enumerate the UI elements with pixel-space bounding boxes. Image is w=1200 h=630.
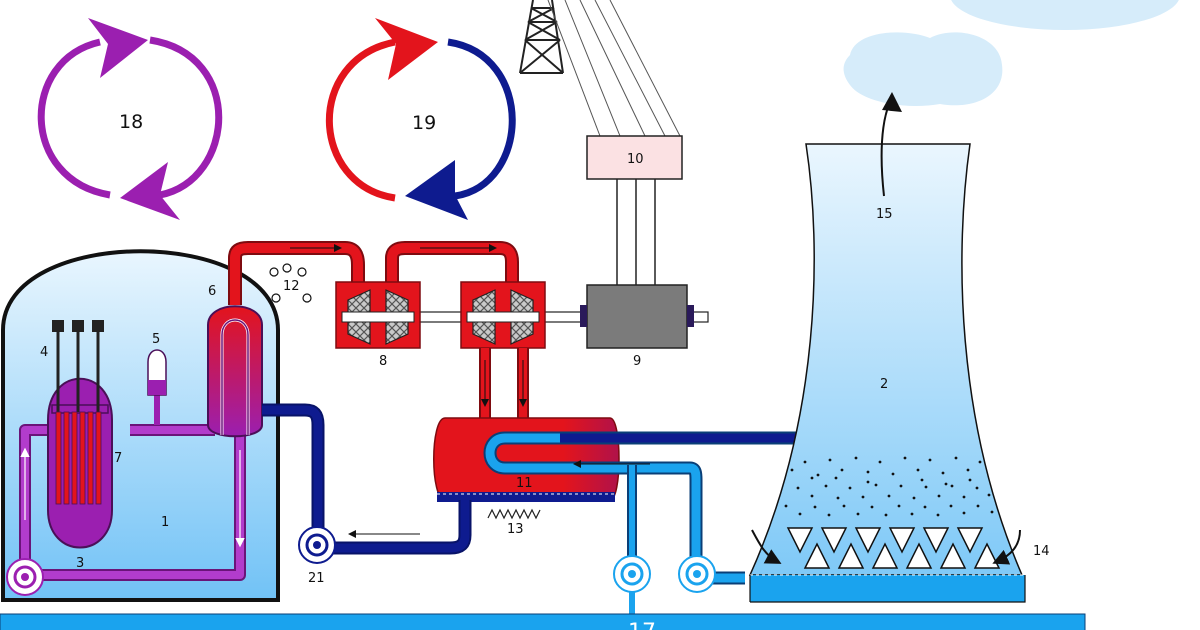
label-13: 13 xyxy=(507,522,524,537)
label-10: 10 xyxy=(627,152,644,167)
label-8: 8 xyxy=(379,354,387,369)
cycle-arc-19-blue xyxy=(447,38,516,200)
label-1: 1 xyxy=(161,515,169,530)
condensate-return-line xyxy=(262,403,472,555)
label-15: 15 xyxy=(876,207,893,222)
cooling-tower-droplets xyxy=(784,456,994,517)
control-rods-icon xyxy=(52,320,104,505)
air-intake-arrow-left xyxy=(751,529,782,564)
transformer-icon xyxy=(586,135,683,285)
label-11: 11 xyxy=(516,476,533,491)
cloud-top-right xyxy=(951,0,1179,30)
cycle-arc-19-red xyxy=(325,38,396,202)
water-source xyxy=(0,613,1086,630)
label-6: 6 xyxy=(208,284,216,299)
turbine-icon-lp xyxy=(460,281,546,349)
cycle-arrowhead-18b xyxy=(120,162,180,220)
transmission-lines xyxy=(547,0,681,137)
turbine-icon-hp xyxy=(335,281,421,349)
pump-icon-cooling-b xyxy=(678,555,716,593)
cloud-steam xyxy=(843,32,1003,106)
power-pylon-icon xyxy=(519,0,564,74)
air-intake-arrow-right xyxy=(992,529,1021,565)
label-21: 21 xyxy=(308,571,325,586)
cycle-arrowhead-18a xyxy=(88,18,148,78)
steam-bubbles-icon xyxy=(269,263,312,303)
cycle-arrowhead-19b xyxy=(405,160,468,220)
label-12: 12 xyxy=(283,279,300,294)
label-14: 14 xyxy=(1033,544,1050,559)
pump-icon-cooling-a xyxy=(613,555,651,593)
exhaust-pipes xyxy=(479,348,529,420)
generator-icon xyxy=(580,284,694,349)
label-4: 4 xyxy=(40,345,48,360)
pump-icon-21 xyxy=(298,526,336,564)
label-7: 7 xyxy=(114,451,122,466)
cycle-arrowhead-19a xyxy=(375,18,438,80)
label-3: 3 xyxy=(76,556,84,571)
label-17: 17 xyxy=(628,620,656,630)
label-18: 18 xyxy=(119,111,143,133)
label-2: 2 xyxy=(880,377,888,392)
label-9: 9 xyxy=(633,354,641,369)
cycle-arrow-icon-18 xyxy=(37,36,223,199)
label-19: 19 xyxy=(412,112,436,134)
pressurizer-icon xyxy=(147,349,167,425)
pump-icon-primary xyxy=(6,558,44,596)
cooling-tower-icon xyxy=(748,143,1026,603)
vapour-arrowhead xyxy=(882,92,902,112)
heat-zigzag-icon xyxy=(487,508,541,520)
steam-generator-icon xyxy=(207,305,263,438)
label-5: 5 xyxy=(152,332,160,347)
